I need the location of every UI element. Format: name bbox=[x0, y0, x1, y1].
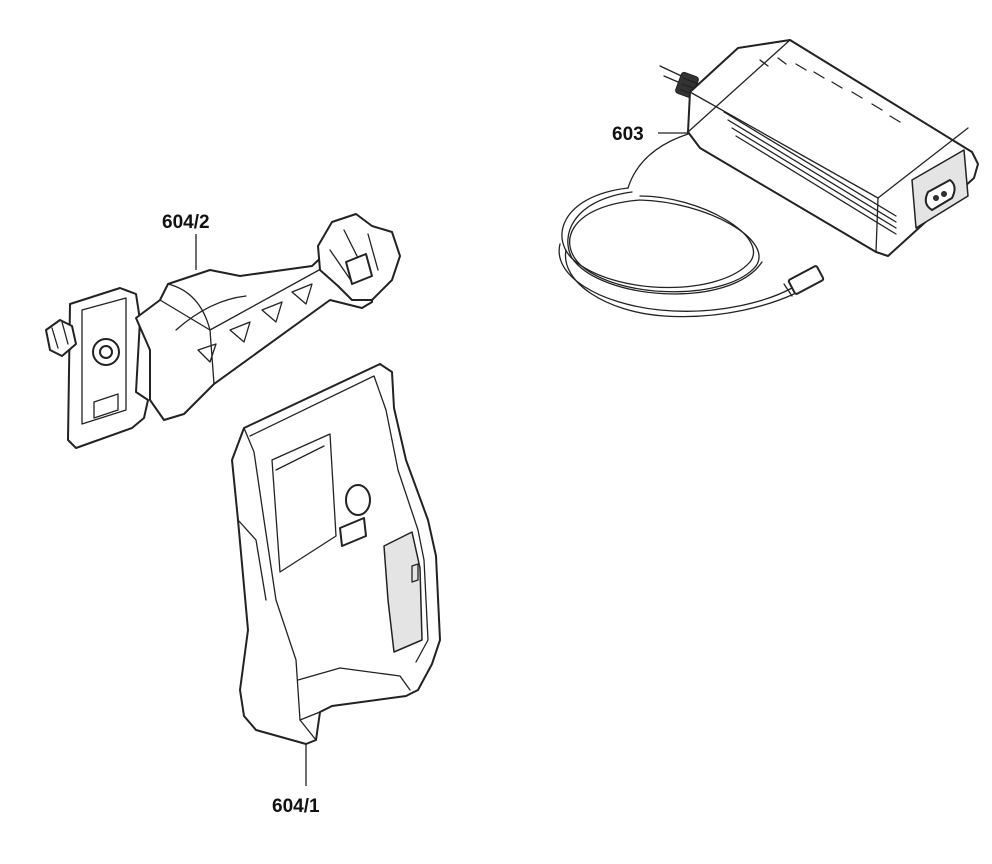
cradle-604-1: 604/1 bbox=[231, 363, 441, 817]
power-adapter-603: 603 bbox=[558, 39, 979, 318]
cradle-slot bbox=[339, 517, 367, 547]
adapter-output-cable bbox=[558, 133, 825, 318]
holder-thumb-screw bbox=[45, 319, 120, 366]
holder-clamp-plate bbox=[67, 287, 149, 449]
callout-604-2: 604/2 bbox=[162, 212, 210, 233]
cradle-mount-hole bbox=[345, 484, 371, 516]
callout-603: 603 bbox=[612, 124, 644, 145]
holder-star-knob bbox=[317, 213, 401, 301]
holder-604-2: 604/2 bbox=[45, 212, 401, 449]
cradle-body bbox=[231, 363, 441, 745]
adapter-body bbox=[687, 39, 979, 257]
callout-604-1: 604/1 bbox=[272, 796, 320, 817]
